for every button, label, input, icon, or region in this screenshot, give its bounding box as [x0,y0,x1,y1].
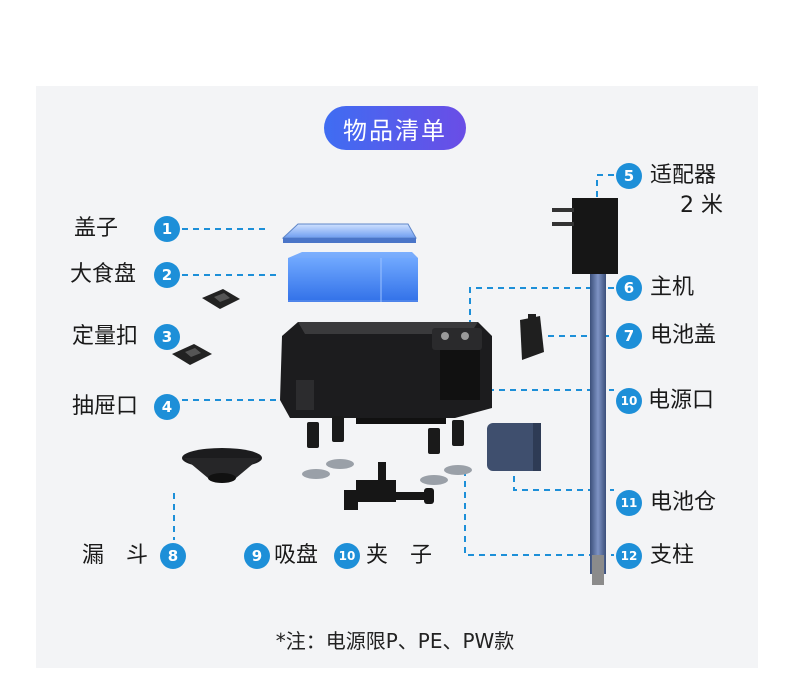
label-lid: 盖子 [74,216,119,241]
label-drawer: 抽屉口 [72,394,139,419]
badge-4: 4 [154,394,180,420]
main-unit-part [280,322,492,424]
badge-9: 9 [244,543,270,569]
badge-10-clamp: 10 [334,543,360,569]
badge-11: 11 [616,490,642,516]
label-battery-cover: 电池盖 [650,323,717,348]
label-suction: 吸盘 [274,543,319,568]
label-portion-buckle: 定量扣 [72,324,139,349]
label-battery-box: 电池仓 [650,490,717,515]
badge-12: 12 [616,543,642,569]
label-pole: 支柱 [650,543,695,568]
big-tray-part [288,252,418,302]
label-big-tray: 大食盘 [70,262,137,287]
support-pole-part [590,274,606,574]
label-clamp: 夹 子 [366,543,433,568]
label-power-port: 电源口 [648,388,715,413]
battery-cover-part [520,314,544,360]
portion-buckle-parts [172,289,240,365]
badge-1: 1 [154,216,180,242]
badge-7: 7 [616,323,642,349]
badge-10-power: 10 [616,388,642,414]
badge-2: 2 [154,262,180,288]
badge-8: 8 [160,543,186,569]
funnel-part [182,448,262,483]
suction-cup-parts [302,416,472,485]
battery-part [487,423,541,471]
badge-3: 3 [154,324,180,350]
label-funnel: 漏 斗 [82,543,149,568]
clamp-part [344,462,434,510]
footnote: *注：电源限P、PE、PW款 [275,629,515,653]
page-title: 物品清单 [324,106,466,150]
label-main-unit: 主机 [650,275,695,300]
label-adapter: 适配器 [650,163,717,188]
badge-6: 6 [616,275,642,301]
adapter-part [552,198,618,274]
lid-part [281,223,417,243]
label-adapter-length: 2 米 [680,193,723,218]
badge-5: 5 [616,163,642,189]
